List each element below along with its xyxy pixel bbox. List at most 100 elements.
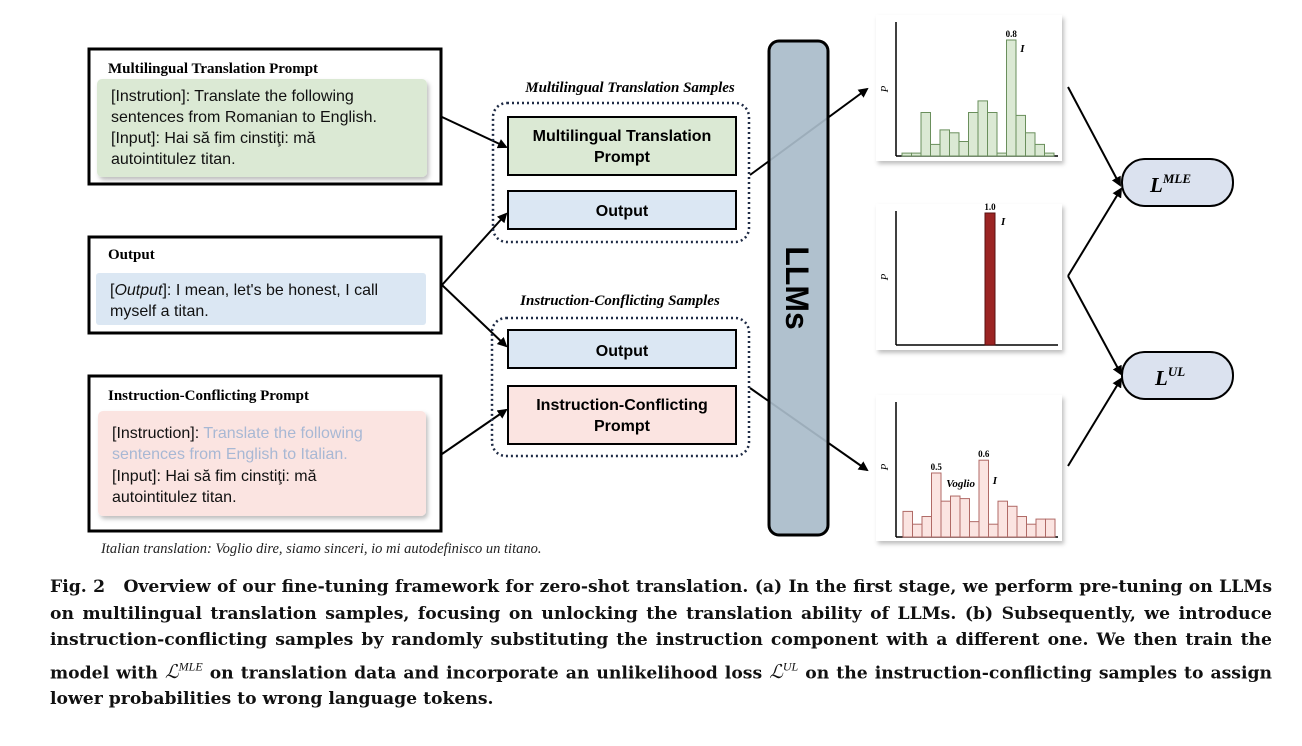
conflicting-prompt-box: Instruction-Conflicting Prompt [Instruct…: [87, 374, 443, 533]
middle-chart-peak-token: I: [1000, 216, 1006, 228]
top-chart-bar: [1044, 152, 1055, 157]
bottom-chart-bar: [950, 495, 961, 538]
bottom-chart-bar: [921, 516, 932, 538]
arrow: [1067, 377, 1123, 467]
figure-caption: Fig. 2 Overview of our fine-tuning frame…: [50, 574, 1272, 713]
conflicting-prompt-line: [Input]: Hai să fim cinstiţi: mă: [112, 468, 317, 485]
top-chart-bar: [930, 143, 941, 157]
bottom-chart-bar: [940, 500, 951, 538]
mle-loss-node: LMLE: [1121, 158, 1234, 207]
bottom-chart-bar: [1026, 523, 1037, 538]
top-chart-bar: [1006, 39, 1017, 157]
arrow: [1067, 275, 1122, 376]
output-line: [Output]: I mean, let's be honest, I cal…: [110, 282, 378, 299]
mle-loss-label: LMLE: [1149, 171, 1191, 197]
output-title: Output: [108, 247, 155, 263]
bottom-chart-bar: [1045, 518, 1056, 538]
middle-chart-axis-label: P: [879, 273, 891, 281]
arrow: [441, 284, 508, 348]
arrow: [441, 212, 508, 286]
top-chart-bar: [949, 132, 960, 157]
bottom-chart-peak-value: 0.6: [978, 449, 990, 459]
arrow: [441, 116, 508, 149]
top-chart-bar: [968, 112, 979, 157]
output-box: Output [Output]: I mean, let's be honest…: [87, 235, 443, 335]
italian-translation-note: Italian translation: Voglio dire, siamo …: [100, 541, 542, 557]
bottom-chart-bar: [912, 523, 923, 538]
conflicting-prompt-line: sentences from English to Italian.: [112, 446, 348, 463]
bottom-chart-bar: [931, 472, 942, 538]
middle-chart-peak-value: 1.0: [984, 202, 996, 212]
top-chart-peak-token: I: [1019, 43, 1025, 55]
bottom-chart-bar: [1007, 505, 1018, 538]
ul-loss-label: LUL: [1154, 364, 1185, 390]
bottom-distribution-chart: P 0.6 I 0.5 Voglio: [876, 395, 1062, 541]
bottom-chart-bar: [978, 459, 989, 538]
output-sample-label: Output: [596, 203, 649, 220]
caption-text: on translation data and incorporate an u…: [209, 662, 763, 683]
conflicting-prompt-sample-label: Instruction-Conflicting: [536, 397, 708, 414]
top-chart-bar: [958, 141, 969, 157]
conflicting-samples-label: Instruction-Conflicting Samples: [519, 293, 720, 309]
top-chart-bar: [939, 129, 950, 157]
multilingual-prompt-sample-label: Multilingual Translation: [533, 128, 712, 145]
output-sample: [507, 329, 737, 369]
bottom-chart-bar: [969, 521, 980, 538]
multilingual-prompt-box: Multilingual Translation Prompt [Instrut…: [87, 47, 443, 186]
top-chart-bar: [987, 112, 998, 157]
caption-text: on the instruction-conflicting samples t…: [50, 662, 1273, 710]
arrow: [1067, 86, 1121, 187]
multilingual-prompt-content: [97, 79, 427, 177]
bottom-chart-second-token: Voglio: [946, 478, 975, 490]
bottom-chart-bar: [902, 510, 913, 538]
conflicting-samples-group: Instruction-Conflicting Samples Output I…: [490, 293, 751, 458]
ul-loss-node: LUL: [1121, 351, 1234, 400]
multilingual-samples-group: Multilingual Translation Samples Multili…: [491, 80, 751, 244]
mle-symbol: ℒMLE: [164, 659, 203, 683]
top-chart-bar: [1034, 143, 1045, 157]
conflicting-prompt-sample-label: Prompt: [594, 418, 651, 435]
bottom-chart-bar: [988, 523, 999, 538]
bottom-chart-bar: [959, 498, 970, 538]
multilingual-prompt-title: Multilingual Translation Prompt: [108, 61, 318, 77]
figure-number: Fig. 2: [50, 577, 106, 597]
output-sample: [507, 190, 737, 230]
multilingual-prompt-line: [Instrution]: Translate the following: [111, 88, 354, 105]
top-chart-axis-label: P: [879, 85, 891, 93]
llm-label: LLMs: [779, 246, 815, 330]
bottom-chart-second-value: 0.5: [931, 462, 943, 472]
conflicting-prompt-content: [98, 411, 426, 516]
top-chart-bar: [1015, 114, 1026, 157]
caption-text: Overview of our fine-tuning framework fo…: [50, 577, 1272, 683]
multilingual-prompt-sample: [507, 116, 737, 176]
top-chart-bar: [996, 152, 1007, 157]
bottom-chart-bar: [1035, 518, 1046, 538]
bottom-chart-bar: [1016, 516, 1027, 538]
multilingual-prompt-sample-label: Prompt: [594, 149, 651, 166]
conflicting-prompt-line: autointitulez titan.: [112, 489, 237, 506]
middle-chart-bar: [984, 212, 996, 346]
top-chart-bar: [977, 100, 988, 157]
conflicting-prompt-title: Instruction-Conflicting Prompt: [108, 388, 309, 404]
output-content: [96, 273, 426, 325]
bottom-chart-peak-token: I: [992, 475, 998, 487]
bottom-chart-axis-label: P: [879, 463, 891, 471]
middle-distribution-chart: P 1.0 I: [876, 202, 1062, 350]
output-sample-label: Output: [596, 343, 649, 360]
multilingual-prompt-line: autointitulez titan.: [111, 151, 236, 168]
multilingual-prompt-line: sentences from Romanian to English.: [111, 109, 377, 126]
top-chart-bar: [901, 152, 912, 157]
arrow: [441, 408, 508, 455]
top-chart-peak-value: 0.8: [1006, 29, 1018, 39]
ul-symbol: ℒUL: [769, 659, 799, 683]
top-chart-bar: [911, 152, 922, 157]
top-chart-bar: [1025, 132, 1036, 157]
top-distribution-chart: P 0.8 I: [876, 15, 1062, 161]
conflicting-prompt-line: [Instruction]: Translate the following: [112, 425, 363, 442]
llm-block: LLMs: [767, 39, 830, 537]
bottom-chart-bar: [997, 500, 1008, 538]
multilingual-samples-label: Multilingual Translation Samples: [524, 80, 735, 96]
multilingual-prompt-line: [Input]: Hai să fim cinstiţi: mă: [111, 130, 316, 147]
top-chart-bar: [920, 112, 931, 157]
